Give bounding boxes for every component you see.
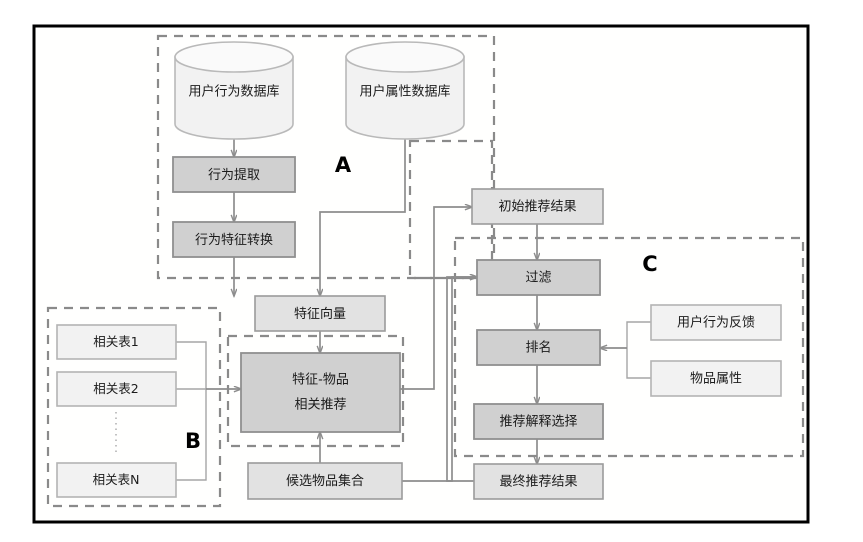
edge-feedback-bus: [626, 321, 651, 348]
node-filter[interactable]: 过滤: [476, 259, 601, 296]
edge-attrdb-to-featurevector: [320, 130, 406, 296]
node-ranking-label: 排名: [525, 340, 551, 356]
node-feature-vector-label: 特征向量: [294, 306, 346, 322]
node-feature-item-rec-label-line2: 相关推荐: [294, 398, 346, 413]
node-item-attribute[interactable]: 物品属性: [650, 360, 782, 397]
node-behavior-transform[interactable]: 行为特征转换: [172, 221, 296, 258]
group-a-label: A: [335, 153, 352, 177]
node-ranking[interactable]: 排名: [476, 329, 601, 366]
node-feature-item-rec-label-line1: 特征-物品: [292, 373, 349, 388]
group-b-label: B: [185, 429, 201, 453]
node-initial-result[interactable]: 初始推荐结果: [471, 188, 604, 225]
node-final-result-label: 最终推荐结果: [499, 474, 577, 490]
node-explain-select[interactable]: 推荐解释选择: [473, 403, 604, 440]
edge-rtn-bus: [176, 389, 207, 481]
node-relation-table-1[interactable]: 相关表1: [56, 324, 177, 360]
node-relation-table-2[interactable]: 相关表2: [56, 371, 177, 407]
group-b-boundary: [46, 306, 222, 508]
group-c-label: C: [642, 252, 657, 276]
node-explain-select-label: 推荐解释选择: [499, 415, 577, 430]
node-initial-result-label: 初始推荐结果: [498, 200, 576, 215]
node-user-attr-db-label: 用户属性数据库: [359, 84, 450, 100]
node-feature-vector[interactable]: 特征向量: [254, 295, 386, 332]
node-behavior-extract-label: 行为提取: [208, 167, 260, 183]
edge-rt1-bus: [176, 341, 207, 389]
node-user-behavior-db[interactable]: 用户行为数据库: [174, 41, 294, 140]
node-relation-table-n-label: 相关表N: [93, 472, 140, 487]
group-a-boundary: [156, 34, 496, 280]
group-c-boundary: [453, 236, 805, 458]
node-feature-item-rec[interactable]: 特征-物品 相关推荐: [240, 352, 401, 433]
node-item-attribute-label: 物品属性: [690, 372, 742, 387]
node-behavior-transform-label: 行为特征转换: [195, 233, 273, 248]
node-final-result[interactable]: 最终推荐结果: [473, 463, 604, 500]
edge-finalresult-to-filter-loop: [446, 277, 477, 482]
node-behavior-extract[interactable]: 行为提取: [172, 156, 296, 193]
node-relation-table-n[interactable]: 相关表N: [56, 462, 177, 498]
node-relation-table-1-label: 相关表1: [93, 334, 138, 349]
node-user-attr-db[interactable]: 用户属性数据库: [345, 41, 465, 140]
node-filter-label: 过滤: [525, 271, 551, 286]
edge-itemattr-bus: [626, 348, 651, 379]
node-relation-table-2-label: 相关表2: [93, 381, 138, 396]
node-user-feedback[interactable]: 用户行为反馈: [650, 304, 782, 341]
node-candidate-item-set-label: 候选物品集合: [286, 473, 364, 489]
node-user-behavior-db-label: 用户行为数据库: [188, 84, 279, 100]
node-candidate-item-set[interactable]: 候选物品集合: [247, 462, 403, 500]
group-b-rec-boundary: [226, 334, 405, 448]
node-user-feedback-label: 用户行为反馈: [677, 315, 755, 331]
edge-rec-to-initialresult: [400, 207, 472, 390]
